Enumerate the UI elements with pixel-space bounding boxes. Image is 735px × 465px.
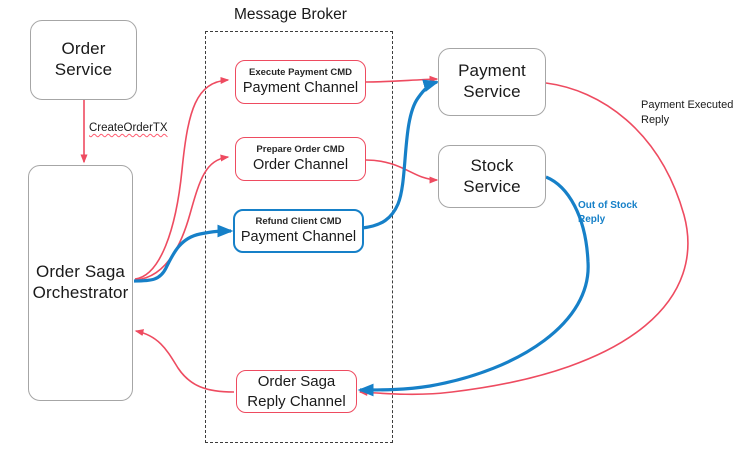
order-saga-orchestrator-node[interactable]: Order Saga Orchestrator — [28, 165, 133, 401]
order-service-node[interactable]: Order Service — [30, 20, 137, 100]
channel-order-saga-reply[interactable]: Order Saga Reply Channel — [236, 370, 357, 413]
channel-refund-client-cmd: Refund Client CMD — [255, 216, 342, 228]
channel-prepare-order-name: Order Channel — [252, 156, 349, 173]
stock-service-label-line2: Service — [463, 176, 521, 196]
edge-label-out-of-stock-reply: Out of Stock Reply — [578, 200, 638, 225]
edge-payment-executed-reply — [358, 82, 689, 397]
payment-service-label-line2: Service — [463, 82, 521, 101]
channel-execute-payment-name: Payment Channel — [242, 79, 359, 96]
orchestrator-label-line2: Orchestrator — [32, 283, 129, 302]
edge-out-of-stock-reply — [357, 175, 590, 397]
stock-service-node[interactable]: Stock Service — [438, 145, 546, 208]
reply-channel-label-line2: Reply Channel — [247, 392, 346, 410]
channel-execute-payment-cmd: Execute Payment CMD — [249, 67, 352, 79]
channel-refund-client-name: Payment Channel — [240, 228, 357, 245]
orchestrator-label-line1: Order Saga — [36, 262, 125, 282]
stock-service-label-line1: Stock — [470, 155, 514, 175]
edge-label-create-order-tx: CreateOrderTX — [89, 122, 168, 134]
channel-prepare-order-cmd: Prepare Order CMD — [256, 144, 345, 156]
order-service-label-line1: Order — [61, 39, 106, 59]
channel-execute-payment[interactable]: Execute Payment CMD Payment Channel — [235, 60, 366, 104]
message-broker-title: Message Broker — [234, 6, 347, 23]
channel-refund-client[interactable]: Refund Client CMD Payment Channel — [233, 209, 364, 253]
payment-service-node[interactable]: Payment Service — [438, 48, 546, 116]
payment-service-label-line1: Payment — [458, 61, 526, 81]
order-service-label-line2: Service — [54, 60, 113, 79]
reply-channel-label-line1: Order Saga — [257, 373, 336, 391]
channel-prepare-order[interactable]: Prepare Order CMD Order Channel — [235, 137, 366, 181]
edge-label-payment-executed-reply: Payment Executed Reply — [641, 99, 734, 126]
